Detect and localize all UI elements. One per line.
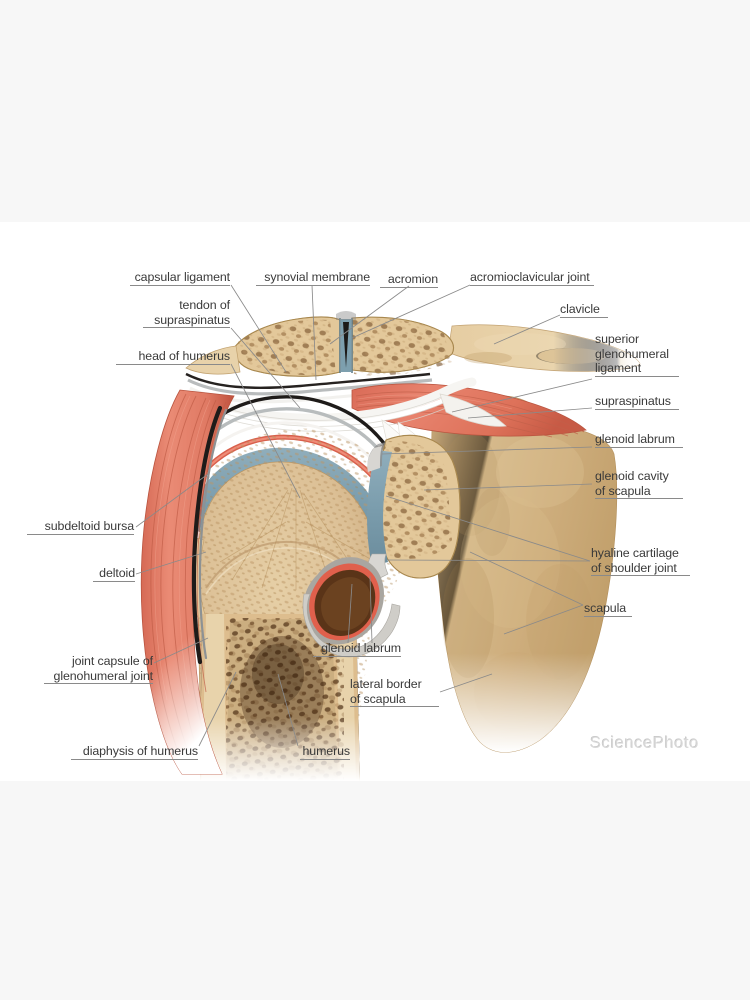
distal-clavicle-block [351, 316, 455, 376]
label-underline [560, 316, 608, 318]
label-text: lateral border of scapula [350, 677, 422, 706]
label-text: synovial membrane [264, 270, 370, 284]
label-underline [313, 655, 401, 657]
label-text: glenoid labrum [321, 641, 401, 655]
label-diaphysis: diaphysis of humerus [71, 744, 198, 760]
label-underline [595, 498, 683, 500]
label-underline [470, 284, 594, 286]
label-head-of-humerus: head of humerus [116, 349, 230, 365]
clavicle [447, 324, 641, 372]
label-subdeltoid-bursa: subdeltoid bursa [27, 519, 134, 535]
label-text: deltoid [99, 566, 135, 580]
label-underline [595, 446, 683, 448]
label-supraspinatus: supraspinatus [595, 394, 679, 410]
label-glenoid-cavity: glenoid cavity of scapula [595, 469, 683, 500]
label-text: glenoid cavity of scapula [595, 469, 669, 498]
label-lateral-border: lateral border of scapula [350, 677, 439, 708]
leader-lines [135, 284, 593, 747]
label-clavicle: clavicle [560, 302, 608, 318]
label-synovial-membrane: synovial membrane [256, 270, 370, 286]
label-underline [116, 363, 230, 365]
label-underline [350, 706, 439, 708]
label-glenoid-labrum-top: glenoid labrum [595, 432, 683, 448]
label-underline [27, 533, 134, 535]
label-text: clavicle [560, 302, 600, 316]
label-underline [143, 327, 230, 329]
label-text: head of humerus [138, 349, 231, 363]
subdeltoid-bursa-line [191, 405, 228, 665]
scapula-body [431, 421, 618, 753]
glenoid-labrum-superior [367, 442, 386, 472]
label-underline [300, 758, 350, 760]
label-underline [44, 683, 153, 685]
label-text: capsular ligament [134, 270, 231, 284]
label-hyaline-cartilage: hyaline cartilage of shoulder joint [591, 546, 690, 577]
label-underline [591, 575, 690, 577]
label-deltoid: deltoid [93, 566, 135, 582]
label-acromioclavicular: acromioclavicular joint [470, 270, 594, 286]
label-text: glenoid labrum [595, 432, 675, 446]
label-underline [71, 758, 198, 760]
label-glenoid-labrum-bot: glenoid labrum [313, 641, 401, 657]
label-text: acromion [387, 272, 438, 286]
label-joint-capsule: joint capsule of glenohumeral joint [44, 654, 154, 685]
label-text: hyaline cartilage of shoulder joint [591, 546, 679, 575]
label-text: diaphysis of humerus [82, 744, 198, 758]
label-tendon-supraspinatus: tendon of supraspinatus [143, 298, 230, 329]
label-underline [93, 580, 135, 582]
label-text: tendon of supraspinatus [154, 298, 230, 327]
label-humerus: humerus [300, 744, 350, 760]
label-underline [256, 284, 370, 286]
label-text: humerus [302, 744, 350, 758]
label-underline [130, 284, 230, 286]
label-underline [595, 408, 679, 410]
label-superior-gh-ligament: superior glenohumeral ligament [595, 332, 679, 377]
illustration-canvas: capsular ligament synovial membrane acromi… [0, 222, 750, 781]
label-scapula: scapula [584, 601, 632, 617]
watermark: SciencePhoto [590, 734, 700, 752]
label-text: joint capsule of glenohumeral joint [53, 654, 154, 683]
deltoid [140, 389, 235, 775]
label-text: scapula [584, 601, 627, 615]
label-underline [380, 286, 438, 288]
label-underline [584, 615, 632, 617]
label-text: acromioclavicular joint [470, 270, 590, 284]
label-capsular-ligament: capsular ligament [130, 270, 230, 286]
label-text: superior glenohumeral ligament [595, 332, 669, 376]
label-text: supraspinatus [595, 394, 671, 408]
label-underline [595, 375, 679, 377]
axillary-recess [302, 557, 401, 658]
label-acromion: acromion [380, 272, 438, 288]
shoulder-joint-illustration [135, 284, 641, 781]
glenoid-hyaline-cartilage [367, 450, 392, 566]
label-text: subdeltoid bursa [44, 519, 134, 533]
